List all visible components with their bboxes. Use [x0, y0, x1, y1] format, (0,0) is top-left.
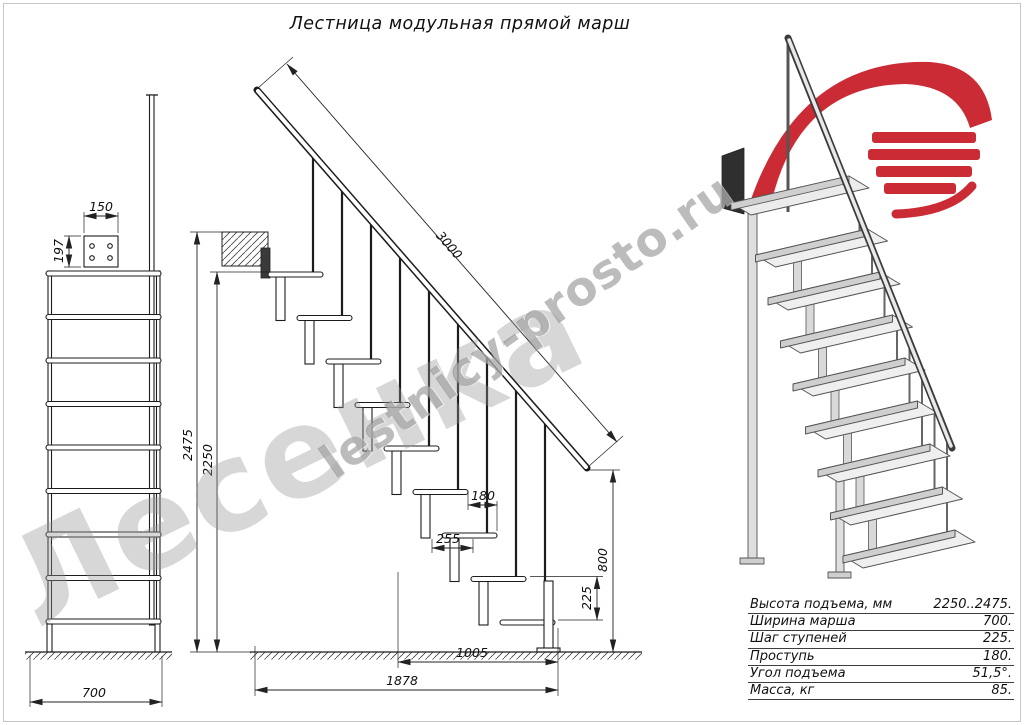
spec-label: Шаг ступеней	[750, 631, 847, 647]
spec-label: Угол подъема	[750, 665, 846, 681]
dim-flight-width: 700	[82, 685, 106, 700]
spec-value: 225.	[983, 631, 1012, 647]
dim-plate-height: 197	[51, 239, 66, 263]
spec-value: 180.	[983, 648, 1012, 664]
logo-swoosh	[750, 61, 992, 219]
drawing-title: Лестница модульная прямой марш	[289, 14, 631, 34]
dim-floor-height: 2250	[200, 444, 215, 476]
spec-row: Угол подъема 51,5°.	[748, 665, 1014, 684]
dim-total-height: 2475	[180, 429, 195, 461]
spec-row: Проступь 180.	[748, 649, 1014, 666]
dim-support-span: 1005	[456, 645, 488, 660]
spec-row: Ширина марша 700.	[748, 614, 1014, 632]
spec-label: Ширина марша	[750, 614, 856, 630]
spec-row: Высота подъема, мм 2250..2475.	[748, 597, 1014, 615]
spec-value: 85.	[991, 683, 1012, 699]
render-3d	[721, 34, 976, 579]
dim-rail-end-height: 800	[595, 548, 610, 572]
spec-label: Масса, кг	[750, 683, 815, 699]
side-view-drawing: 2475 2250 3000 180 255 800 225 1005	[180, 56, 642, 696]
spec-value: 2250..2475.	[933, 597, 1012, 612]
dim-module-length: 255	[436, 531, 460, 546]
front-view-drawing: 150 197 700	[25, 94, 172, 707]
spec-label: Проступь	[750, 648, 815, 664]
spec-row: Масса, кг 85.	[748, 683, 1014, 701]
dim-rise: 225	[579, 586, 594, 610]
spec-value: 700.	[983, 614, 1012, 630]
spec-table: Высота подъема, мм 2250..2475. Ширина ма…	[748, 597, 1014, 701]
dim-plate-width: 150	[89, 199, 113, 214]
spec-label: Высота подъема, мм	[750, 597, 893, 612]
dim-tread-run: 180	[471, 488, 495, 503]
spec-value: 51,5°.	[972, 665, 1012, 681]
spec-row: Шаг ступеней 225.	[748, 631, 1014, 649]
dim-total-length: 1878	[386, 673, 418, 688]
dim-stringer-length: 3000	[433, 228, 465, 262]
